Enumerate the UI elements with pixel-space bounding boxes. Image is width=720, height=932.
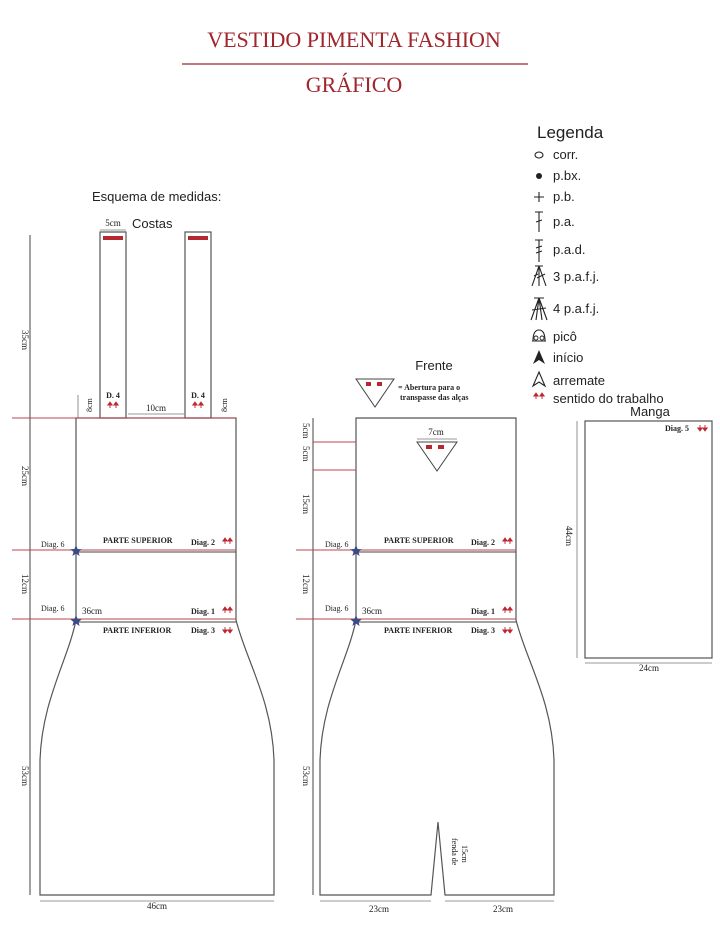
front-slit-line-2: 15cm bbox=[460, 845, 469, 864]
back-body-outline bbox=[39, 417, 275, 896]
back-diag6-upper: Diag. 6 bbox=[41, 540, 65, 549]
work-direction-icon bbox=[533, 392, 545, 400]
front-waist-width: 36cm bbox=[362, 606, 382, 616]
back-diag2: Diag. 2 bbox=[191, 538, 215, 547]
strap-side-right: 8cm bbox=[220, 397, 229, 412]
legend-label-arremate: arremate bbox=[553, 373, 605, 388]
front-bottom-right: 23cm bbox=[493, 904, 513, 914]
back-diag3-direction-icon bbox=[222, 626, 233, 634]
back-diag3: Diag. 3 bbox=[191, 626, 215, 635]
front-lower-star-icon bbox=[350, 615, 362, 626]
back-upper-label: PARTE SUPERIOR bbox=[103, 536, 173, 545]
legend-label-inicio: início bbox=[553, 350, 583, 365]
back-skirt-height: 53cm bbox=[20, 766, 30, 786]
front-band-height: 12cm bbox=[301, 574, 311, 594]
back-lower-star-icon bbox=[70, 615, 82, 626]
legend-label-corr: corr. bbox=[553, 147, 578, 162]
back-top-height: 25cm bbox=[20, 466, 30, 486]
double-crochet-icon bbox=[535, 211, 543, 232]
opening-note-line-2: transpasse das alças bbox=[400, 393, 468, 402]
back-diag2-direction-icon bbox=[222, 537, 233, 545]
legend-label-pad: p.a.d. bbox=[553, 242, 586, 257]
legend-title: Legenda bbox=[537, 123, 604, 142]
back-pattern: Esquema de medidas: Costas 5cm D. 4 D. 4… bbox=[12, 189, 275, 911]
front-diag3-direction-icon bbox=[502, 626, 513, 634]
legend-label-pbx: p.bx. bbox=[553, 168, 581, 183]
front-opening-mark-2 bbox=[438, 445, 444, 449]
four-dc-cluster-icon bbox=[530, 297, 548, 321]
front-diag3: Diag. 3 bbox=[471, 626, 495, 635]
measurements-scheme-label: Esquema de medidas: bbox=[92, 189, 221, 204]
chain-stitch-icon bbox=[534, 151, 544, 159]
sleeve-outline bbox=[584, 420, 713, 659]
single-crochet-icon bbox=[534, 192, 544, 202]
back-band-height: 12cm bbox=[20, 574, 30, 594]
front-dim-5cm-a: 5cm bbox=[301, 423, 311, 439]
opening-legend-mark-1 bbox=[366, 382, 371, 386]
sleeve-title: Manga bbox=[630, 404, 671, 419]
back-strap-width: 5cm bbox=[105, 218, 121, 228]
back-waist-width: 36cm bbox=[82, 606, 102, 616]
front-diag1-direction-icon bbox=[502, 606, 513, 614]
legend-label-pico: picô bbox=[553, 329, 577, 344]
start-arrow-icon bbox=[533, 350, 545, 364]
front-diag6-lower: Diag. 6 bbox=[325, 604, 349, 613]
front-title: Frente bbox=[415, 358, 453, 373]
front-diag6-upper: Diag. 6 bbox=[325, 540, 349, 549]
three-dc-cluster-icon bbox=[531, 265, 547, 287]
chart-subtitle: GRÁFICO bbox=[306, 72, 403, 97]
double-treble-icon bbox=[535, 239, 543, 262]
left-strap-marker bbox=[103, 236, 123, 240]
picot-icon bbox=[532, 329, 546, 342]
back-strap-height: 35cm bbox=[20, 330, 30, 350]
sleeve-width: 24cm bbox=[639, 663, 659, 673]
front-dim-15cm: 15cm bbox=[301, 494, 311, 514]
front-upper-label: PARTE SUPERIOR bbox=[384, 536, 454, 545]
opening-legend-mark-2 bbox=[377, 382, 382, 386]
finish-arrow-icon bbox=[531, 370, 547, 388]
front-pattern: Frente = Abertura para o transpasse das … bbox=[296, 358, 555, 914]
front-bottom-left: 23cm bbox=[369, 904, 389, 914]
legend-label-sentido: sentido do trabalho bbox=[553, 391, 664, 406]
left-strap-direction-icon bbox=[107, 401, 119, 409]
back-diag1: Diag. 1 bbox=[191, 607, 215, 616]
sleeve-direction-icon bbox=[697, 424, 708, 432]
right-strap-marker bbox=[188, 236, 208, 240]
front-dim-5cm-b: 5cm bbox=[301, 446, 311, 462]
front-diag2-direction-icon bbox=[502, 537, 513, 545]
legend-label-pb: p.b. bbox=[553, 189, 575, 204]
opening-note-line-1: = Abertura para o bbox=[398, 383, 460, 392]
back-lower-label: PARTE INFERIOR bbox=[103, 626, 171, 635]
pattern-title: VESTIDO PIMENTA FASHION bbox=[207, 27, 501, 52]
back-diag6-lower: Diag. 6 bbox=[41, 604, 65, 613]
strap-side-left: 8cm bbox=[85, 397, 94, 412]
sleeve-height: 44cm bbox=[564, 526, 574, 546]
right-strap-direction-icon bbox=[192, 401, 204, 409]
front-opening-triangle bbox=[416, 441, 458, 472]
front-body-outline bbox=[319, 417, 555, 896]
front-lower-label: PARTE INFERIOR bbox=[384, 626, 452, 635]
front-opening-width: 7cm bbox=[428, 427, 444, 437]
legend: Legenda corr. p.bx. p.b. p.a. p.a.d. 3 p… bbox=[530, 123, 664, 406]
left-strap-label: D. 4 bbox=[106, 391, 120, 400]
back-bottom-width: 46cm bbox=[147, 901, 167, 911]
front-diag1: Diag. 1 bbox=[471, 607, 495, 616]
right-strap-label: D. 4 bbox=[191, 391, 205, 400]
legend-label-4pafj: 4 p.a.f.j. bbox=[553, 301, 599, 316]
opening-legend-triangle bbox=[355, 378, 395, 408]
sleeve-diag: Diag. 5 bbox=[665, 424, 689, 433]
front-slit-line-1: fenda de bbox=[450, 838, 459, 866]
back-diag1-direction-icon bbox=[222, 606, 233, 614]
slip-stitch-icon bbox=[536, 173, 542, 179]
sleeve-pattern: Manga Diag. 5 44cm 24cm bbox=[564, 404, 713, 673]
legend-label-3pafj: 3 p.a.f.j. bbox=[553, 269, 599, 284]
back-title: Costas bbox=[132, 216, 173, 231]
legend-label-pa: p.a. bbox=[553, 214, 575, 229]
front-skirt-height: 53cm bbox=[301, 766, 311, 786]
strap-gap: 10cm bbox=[146, 403, 166, 413]
front-diag2: Diag. 2 bbox=[471, 538, 495, 547]
front-opening-mark-1 bbox=[426, 445, 432, 449]
